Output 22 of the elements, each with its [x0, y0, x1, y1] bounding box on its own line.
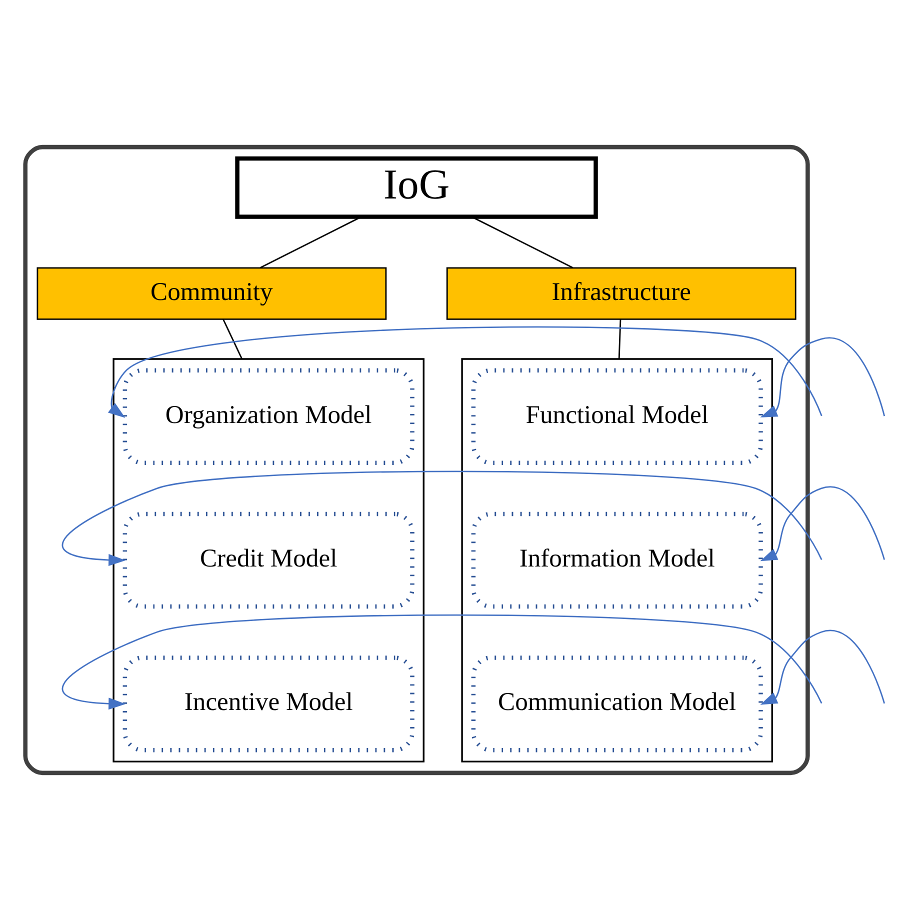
node-box: Functional Model — [471, 368, 763, 465]
node-box: Organization Model — [122, 368, 414, 465]
connector — [472, 216, 574, 268]
arrow — [760, 337, 886, 418]
cluster — [461, 358, 773, 762]
node-box: Incentive Model — [122, 656, 414, 752]
arrow — [62, 614, 822, 710]
node-box: Communication Model — [471, 656, 763, 752]
arrow — [62, 470, 822, 566]
node-box: Infrastructure — [446, 267, 796, 320]
arrow — [760, 486, 886, 562]
node-box: Credit Model — [122, 512, 414, 609]
arrow — [108, 326, 822, 418]
cluster — [23, 144, 810, 776]
node-box: IoG — [235, 156, 598, 219]
node-box: Community — [36, 267, 387, 320]
connector — [260, 216, 362, 268]
node-box: Information Model — [471, 512, 763, 609]
arrow — [760, 630, 886, 705]
connector — [222, 319, 243, 360]
cluster — [112, 358, 424, 762]
connector — [618, 319, 622, 360]
